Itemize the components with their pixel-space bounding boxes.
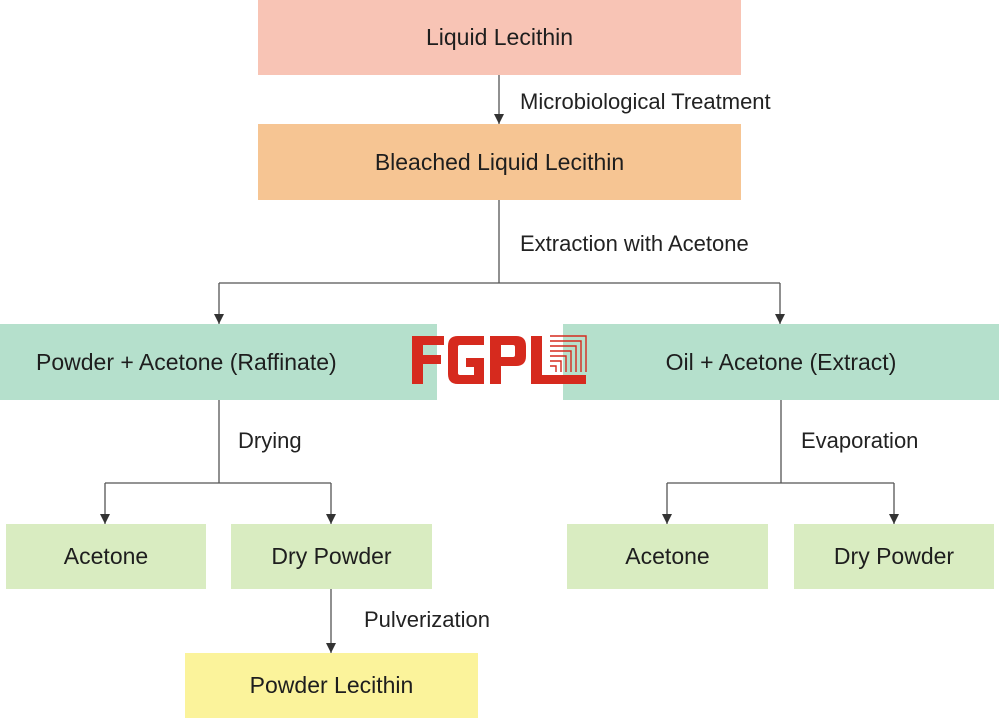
arrowhead-left-acetone bbox=[100, 514, 110, 524]
arrowhead-powder-lecithin bbox=[326, 643, 336, 653]
arrowhead-left-dry-powder bbox=[326, 514, 336, 524]
arrowhead-raffinate bbox=[214, 314, 224, 324]
node-extract-label: Oil + Acetone (Extract) bbox=[665, 348, 897, 375]
node-right-dry-powder: Dry Powder bbox=[794, 524, 994, 589]
edge-label-evaporation: Evaporation bbox=[801, 428, 919, 453]
arrowhead-right-dry-powder bbox=[889, 514, 899, 524]
node-right-acetone: Acetone bbox=[567, 524, 768, 589]
node-liquid-lecithin: Liquid Lecithin bbox=[258, 0, 741, 75]
node-liquid-lecithin-label: Liquid Lecithin bbox=[425, 24, 574, 50]
node-raffinate: Powder + Acetone (Raffinate) bbox=[0, 324, 437, 400]
node-left-acetone-label: Acetone bbox=[63, 543, 149, 569]
arrowhead-extract bbox=[775, 314, 785, 324]
edge-label-pulverization: Pulverization bbox=[364, 607, 490, 632]
node-raffinate-label: Powder + Acetone (Raffinate) bbox=[36, 348, 337, 375]
fgpl-logo bbox=[412, 335, 587, 384]
node-right-dry-powder-label: Dry Powder bbox=[833, 543, 955, 569]
arrowhead-bleached bbox=[494, 114, 504, 124]
node-left-dry-powder-label: Dry Powder bbox=[271, 543, 392, 569]
node-extract: Oil + Acetone (Extract) bbox=[563, 324, 999, 400]
arrowhead-right-acetone bbox=[662, 514, 672, 524]
node-left-dry-powder: Dry Powder bbox=[231, 524, 432, 589]
edge-label-microbiological-treatment: Microbiological Treatment bbox=[520, 89, 771, 114]
node-left-acetone: Acetone bbox=[6, 524, 206, 589]
edge-label-drying: Drying bbox=[238, 428, 302, 453]
node-bleached-liquid-lecithin-label: Bleached Liquid Lecithin bbox=[374, 148, 625, 175]
edge-label-extraction-with-acetone: Extraction with Acetone bbox=[520, 231, 749, 256]
node-powder-lecithin: Powder Lecithin bbox=[185, 653, 478, 718]
node-bleached-liquid-lecithin: Bleached Liquid Lecithin bbox=[258, 124, 741, 200]
logo-stripes-icon bbox=[550, 335, 587, 372]
node-powder-lecithin-label: Powder Lecithin bbox=[249, 672, 414, 698]
node-right-acetone-label: Acetone bbox=[625, 543, 710, 569]
